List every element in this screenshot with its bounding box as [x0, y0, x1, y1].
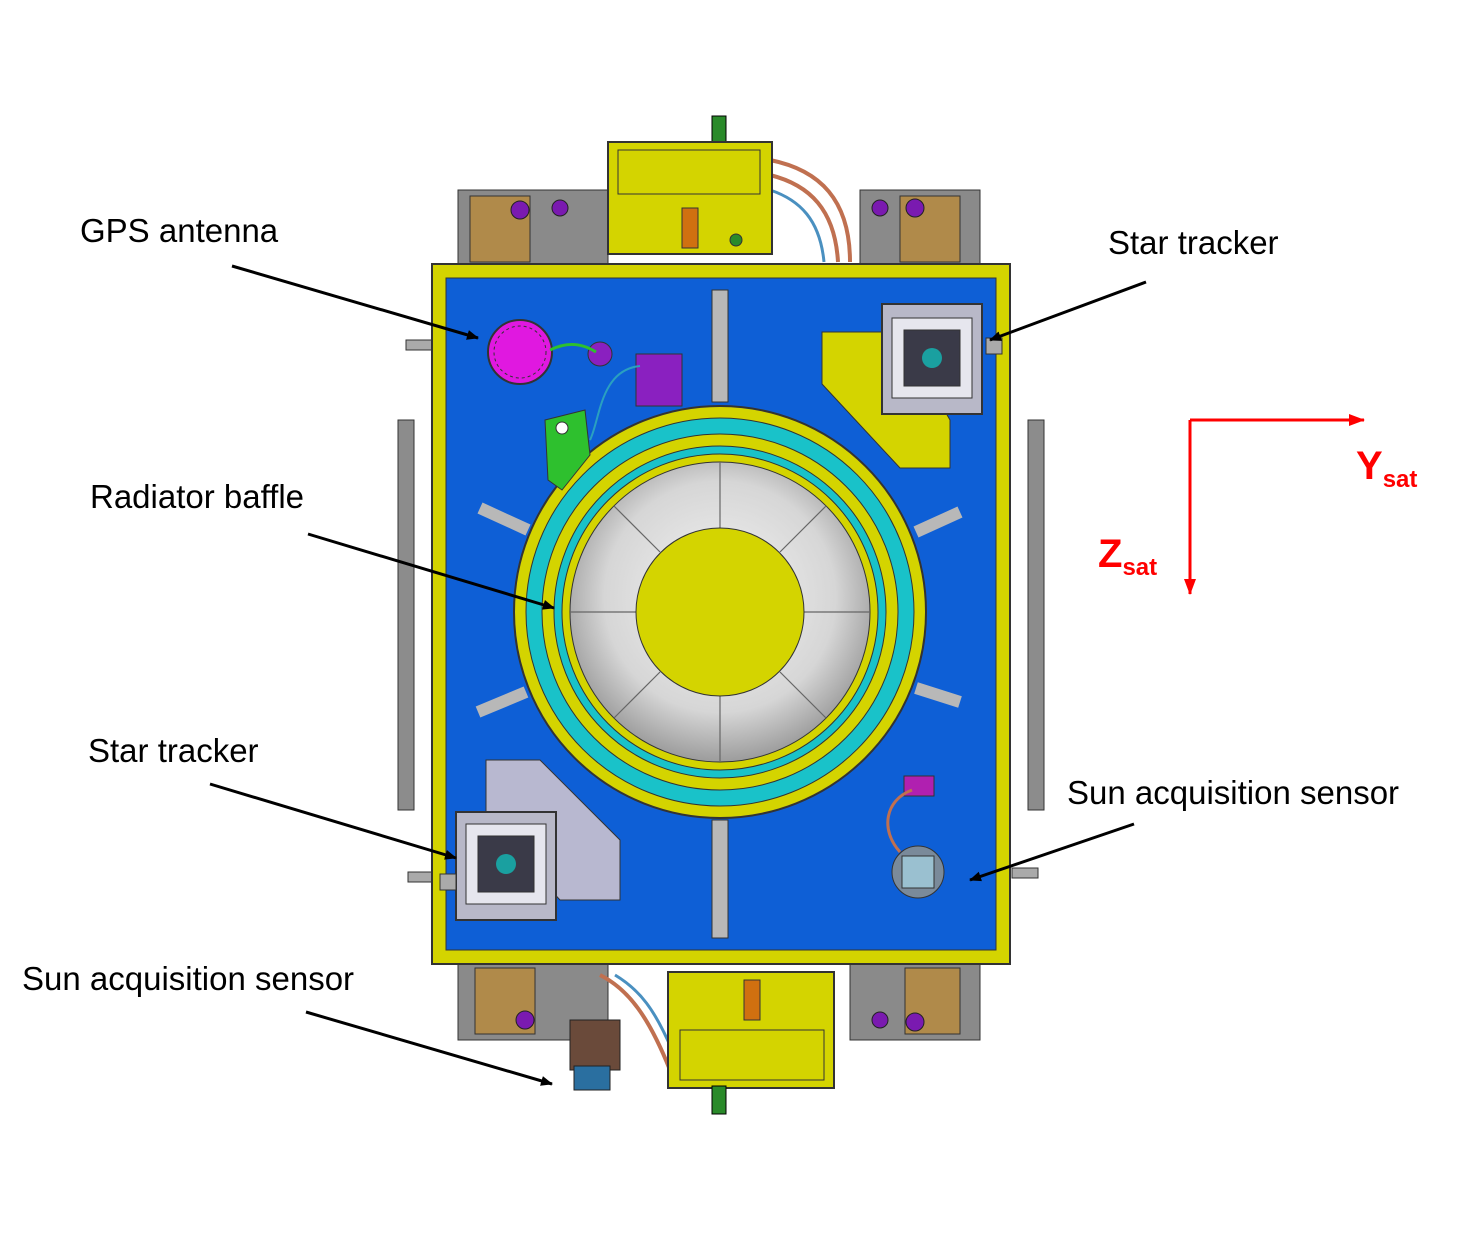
- star-tracker-top: [821, 303, 1003, 469]
- z-axis-label: Zsat: [1098, 532, 1158, 581]
- sun-sensor-right-label: Sun acquisition sensor: [1067, 774, 1400, 811]
- bottom-hardware: [457, 961, 981, 1115]
- gps-antenna-label: GPS antenna: [80, 212, 279, 249]
- leader-sun-sensor-right: [969, 822, 1135, 882]
- top-hardware: [457, 115, 981, 269]
- star-tracker-bottom-label: Star tracker: [88, 732, 259, 769]
- leader-star-tracker-top: [989, 280, 1147, 342]
- sun-sensor-panel: [886, 775, 945, 899]
- leader-star-tracker-bottom: [209, 782, 457, 860]
- sun-sensor-bottom-label: Sun acquisition sensor: [22, 960, 355, 997]
- radiator-baffle-label: Radiator baffle: [90, 478, 305, 515]
- radiator-baffle: [513, 405, 927, 819]
- star-tracker-top-label: Star tracker: [1108, 224, 1279, 261]
- star-tracker-bottom: [439, 759, 621, 921]
- leader-radiator-baffle: [307, 532, 555, 610]
- leader-gps-antenna: [231, 264, 479, 340]
- axes-indicator: [1184, 414, 1365, 595]
- gps-antenna: [487, 319, 683, 491]
- leader-lines: [209, 264, 1147, 1086]
- y-axis-label: Ysat: [1356, 444, 1418, 493]
- side-rails: [397, 339, 1045, 883]
- leader-sun-sensor-bottom: [305, 1010, 553, 1086]
